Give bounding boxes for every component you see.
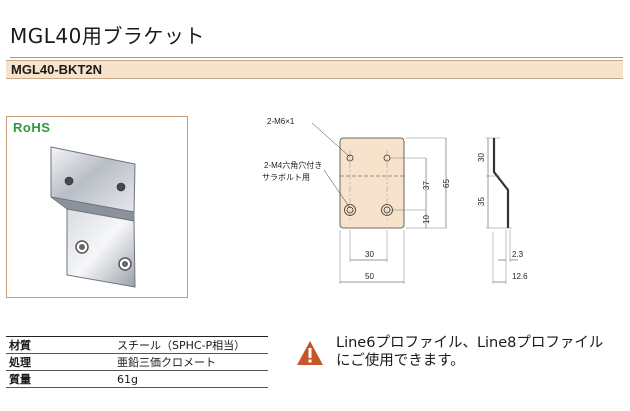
dim-35: 35 [477, 197, 486, 206]
spec-row: 処理 亜鉛三価クロメート [6, 353, 268, 371]
rohs-badge: RoHS [13, 120, 51, 135]
spec-table: 材質 スチール（SPHC-P相当） 処理 亜鉛三価クロメート 質量 61g [6, 336, 268, 388]
spec-value: スチール（SPHC-P相当） [114, 336, 268, 354]
model-bar: MGL40-BKT2N [6, 60, 623, 79]
technical-drawing: 2-M6×1 2-M4六角穴付き サラボルト用 65 37 10 30 50 3… [262, 117, 528, 284]
dim-37: 37 [422, 181, 431, 190]
dim-12-6: 12.6 [512, 272, 528, 281]
dim-2-3: 2.3 [512, 250, 524, 259]
model-code: MGL40-BKT2N [11, 62, 103, 77]
dim-65: 65 [442, 179, 451, 188]
spec-label: 処理 [6, 353, 114, 371]
dim-30-bottom: 30 [365, 250, 374, 259]
title-divider [10, 57, 623, 58]
spec-label: 質量 [6, 370, 114, 388]
product-photo-frame: RoHS [6, 116, 188, 298]
dim-30-side: 30 [477, 153, 486, 162]
spec-row: 材質 スチール（SPHC-P相当） [6, 336, 268, 354]
usage-note: Line6プロファイル、Line8プロファイル にご使用できます。 [336, 334, 603, 370]
spec-label: 材質 [6, 336, 114, 354]
spec-value: 亜鉛三価クロメート [114, 353, 268, 371]
usage-note-line1: Line6プロファイル、Line8プロファイル [336, 335, 604, 351]
dim-50: 50 [365, 272, 374, 281]
warning-icon [297, 341, 323, 365]
bracket-photo-icon [50, 146, 136, 288]
label-m4-line2: サラボルト用 [262, 173, 310, 182]
spec-value: 61g [114, 370, 268, 388]
label-m6: 2-M6×1 [267, 117, 295, 126]
page-title: MGL40用ブラケット [10, 24, 205, 48]
label-m4-line1: 2-M4六角穴付き [264, 160, 322, 170]
spec-row: 質量 61g [6, 370, 268, 388]
dim-10: 10 [422, 215, 431, 224]
usage-note-line2: にご使用できます。 [336, 353, 465, 369]
